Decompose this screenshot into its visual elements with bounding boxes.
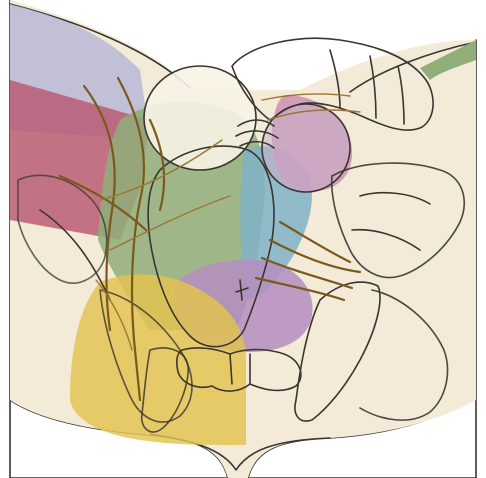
nerve-left-5 xyxy=(99,139,223,201)
left-nerves xyxy=(58,76,231,402)
nerve-left-2 xyxy=(116,76,145,402)
band-2 xyxy=(235,130,279,139)
band-3 xyxy=(239,140,275,149)
colon-fold-1 xyxy=(329,49,341,109)
nerve-left-1 xyxy=(82,84,116,332)
green-sliver xyxy=(420,40,476,80)
cervix-mark xyxy=(235,279,249,301)
right-ligament xyxy=(294,281,381,422)
nerve-right-5 xyxy=(261,93,351,101)
coccyx-sacrum xyxy=(140,347,302,433)
left-ilium xyxy=(17,174,108,284)
left-ischial-spine xyxy=(99,289,193,423)
left-wall-line xyxy=(39,209,111,301)
nerve-right-1 xyxy=(268,238,362,274)
nerve-right-3 xyxy=(254,276,346,302)
right-sphere-outline xyxy=(261,103,351,193)
right-nerves xyxy=(254,93,362,302)
nerve-left-3 xyxy=(148,118,166,212)
nerve-left-6 xyxy=(109,195,231,251)
right-ilium xyxy=(330,162,465,279)
uterus xyxy=(147,145,275,348)
nerve-right-2 xyxy=(260,256,354,290)
left-wing xyxy=(140,347,189,433)
band-1 xyxy=(237,119,275,127)
left-pelvic-wall xyxy=(17,174,193,423)
right-ischial xyxy=(359,289,449,421)
right-ilium-inner xyxy=(351,191,431,251)
nerve-left-7 xyxy=(95,279,133,351)
colon-fold-3 xyxy=(397,65,405,125)
nerve-right-6 xyxy=(267,109,361,121)
right-sphere xyxy=(262,104,350,192)
yellow-zone xyxy=(70,274,246,446)
nerve-right-4 xyxy=(278,220,352,264)
uterosacral-band xyxy=(235,119,279,149)
bladder xyxy=(143,65,257,171)
bladder-outline xyxy=(143,65,257,171)
right-pelvic-wall xyxy=(294,162,465,422)
bladder-body xyxy=(144,66,256,170)
right-ovary-sphere xyxy=(261,103,351,193)
coccyx-segment xyxy=(229,353,251,385)
coccyx xyxy=(176,347,302,392)
colon-fold-2 xyxy=(369,55,377,119)
